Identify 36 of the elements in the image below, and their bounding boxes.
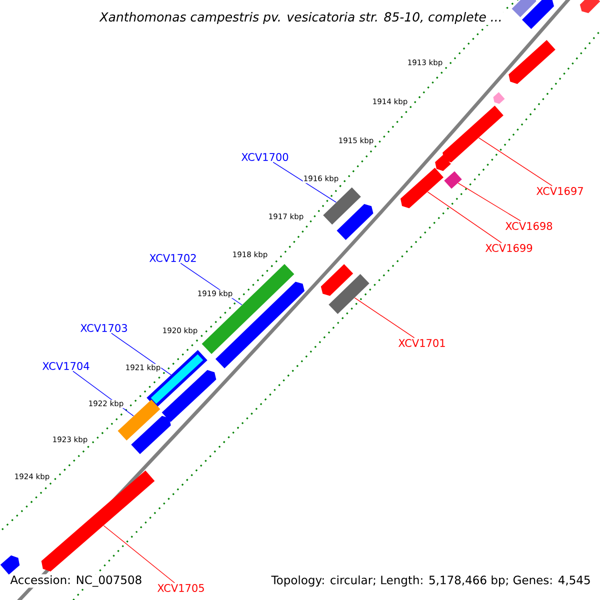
gene-feature	[215, 282, 305, 368]
gene-feature	[320, 264, 354, 296]
gene-feature	[323, 187, 361, 225]
leader-line	[111, 332, 172, 376]
gene-label: XCV1703	[80, 324, 127, 332]
gene-feature	[400, 168, 444, 208]
accession-text: Accession: NC_007508	[9, 574, 144, 588]
leader-line	[103, 525, 175, 584]
gene-feature	[493, 92, 505, 104]
gene-label: XCV1702	[149, 254, 196, 262]
gene-label: XCV1704	[42, 362, 90, 370]
gene-feature	[442, 106, 504, 162]
gene-feature	[162, 370, 216, 422]
gene-feature	[512, 0, 536, 18]
gene-label: XCV1701	[398, 339, 445, 347]
gene-feature	[131, 416, 171, 454]
leader-line	[478, 137, 552, 186]
gene-label: XCV1697	[536, 187, 583, 195]
leader-line	[427, 192, 502, 244]
leader-line	[354, 297, 415, 338]
title: Xanthomonas campestris pv. vesicatoria str. 85-10, complete ...	[98, 10, 504, 26]
gene-label: XCV1699	[485, 244, 532, 252]
gene-label: XCV1700	[241, 153, 288, 161]
gene-feature	[336, 204, 374, 240]
leader-line	[458, 182, 521, 222]
gene-feature	[522, 0, 554, 29]
gene-feature	[508, 40, 556, 84]
gene-feature	[444, 171, 462, 189]
gene-feature	[328, 274, 370, 314]
gene-label: XCV1705	[157, 584, 204, 592]
leader-line	[272, 162, 337, 203]
gene-feature	[580, 0, 600, 14]
gene-feature	[0, 555, 20, 575]
gene-label: XCV1698	[505, 222, 552, 230]
gene-feature	[435, 155, 451, 171]
genome-stats-text: Topology: circular; Length: 5,178,466 bp; Genes: 4,545	[270, 574, 592, 588]
